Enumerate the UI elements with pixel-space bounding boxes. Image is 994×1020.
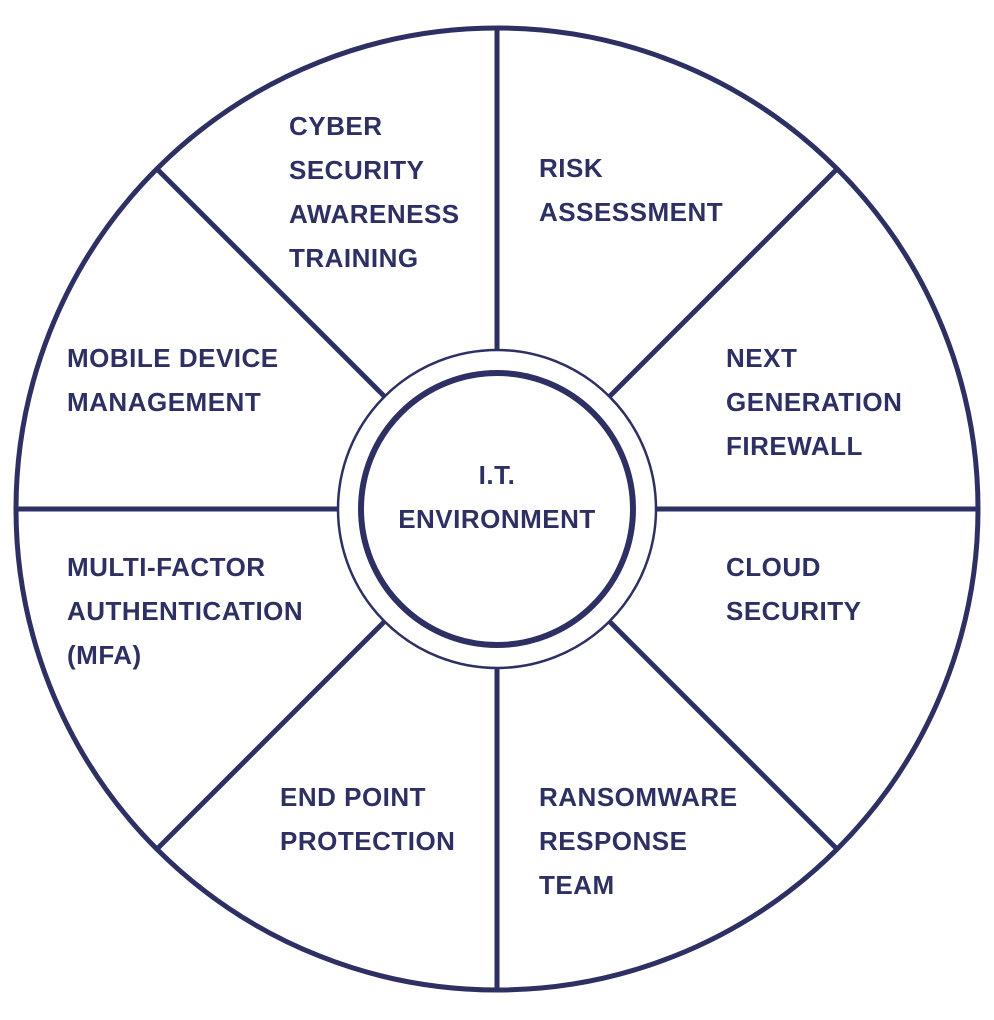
spoke-divider-4: [607, 619, 839, 851]
segment-label-next-generation-firewall: NEXT GENERATION FIREWALL: [726, 343, 902, 461]
segment-label-multi-factor-authentication-line-2: AUTHENTICATION: [67, 596, 303, 626]
segment-label-ransomware-response-team: RANSOMWARE RESPONSE TEAM: [539, 782, 738, 900]
center-label-line-1: I.T.: [479, 460, 516, 490]
segment-label-next-generation-firewall-line-2: GENERATION: [726, 387, 902, 417]
segment-label-mobile-device-management-line-1: MOBILE DEVICE: [67, 343, 279, 373]
center-label-line-2: ENVIRONMENT: [398, 504, 596, 534]
segment-label-next-generation-firewall-line-3: FIREWALL: [726, 431, 863, 461]
spoke-divider-2: [607, 167, 839, 399]
segment-label-end-point-protection-line-2: PROTECTION: [280, 826, 455, 856]
middle-ring: [336, 348, 658, 670]
segment-label-end-point-protection-line-1: END POINT: [280, 782, 426, 812]
segment-label-cloud-security-line-2: SECURITY: [726, 596, 861, 626]
segment-label-cyber-security-awareness-training-line-4: TRAINING: [289, 243, 419, 273]
segment-label-multi-factor-authentication-line-3: (MFA): [67, 640, 142, 670]
segment-label-mobile-device-management-line-2: MANAGEMENT: [67, 387, 261, 417]
segment-label-ransomware-response-team-line-1: RANSOMWARE: [539, 782, 738, 812]
center-label: I.T. ENVIRONMENT: [398, 460, 596, 534]
segment-label-ransomware-response-team-line-2: RESPONSE: [539, 826, 688, 856]
segment-label-multi-factor-authentication: MULTI-FACTOR AUTHENTICATION (MFA): [67, 552, 303, 670]
segment-label-risk-assessment-line-1: RISK: [539, 153, 603, 183]
segment-label-next-generation-firewall-line-1: NEXT: [726, 343, 797, 373]
segment-label-risk-assessment: RISK ASSESSMENT: [539, 153, 723, 227]
segment-label-mobile-device-management: MOBILE DEVICE MANAGEMENT: [67, 343, 279, 417]
wheel-labels: I.T. ENVIRONMENT CYBER SECURITY AWARENESS TRA…: [67, 111, 902, 900]
segment-label-ransomware-response-team-line-3: TEAM: [539, 870, 615, 900]
segment-label-cloud-security: CLOUD SECURITY: [726, 552, 861, 626]
segment-label-cyber-security-awareness-training: CYBER SECURITY AWARENESS TRAINING: [289, 111, 460, 273]
wheel-structure: [13, 25, 981, 993]
segment-label-cyber-security-awareness-training-line-1: CYBER: [289, 111, 383, 141]
segment-label-cyber-security-awareness-training-line-3: AWARENESS: [289, 199, 460, 229]
inner-ring: [358, 370, 636, 648]
segment-label-cloud-security-line-1: CLOUD: [726, 552, 821, 582]
segment-label-multi-factor-authentication-line-1: MULTI-FACTOR: [67, 552, 266, 582]
spoke-divider-8: [155, 167, 387, 399]
segment-label-risk-assessment-line-2: ASSESSMENT: [539, 197, 723, 227]
segment-label-cyber-security-awareness-training-line-2: SECURITY: [289, 155, 424, 185]
spoke-divider-6: [155, 619, 387, 851]
segment-label-end-point-protection: END POINT PROTECTION: [280, 782, 455, 856]
